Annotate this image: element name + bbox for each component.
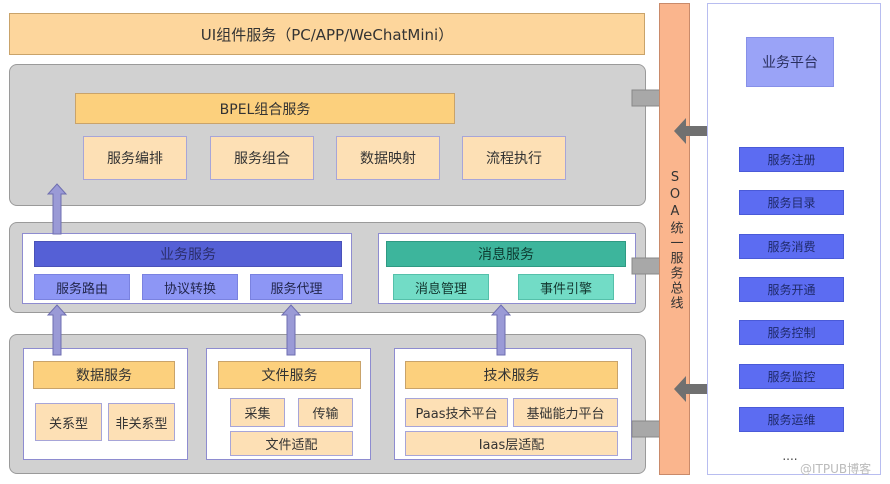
message-service-title: 消息服务 bbox=[386, 241, 626, 267]
tech-item-base-capability: 基础能力平台 bbox=[513, 398, 618, 427]
platform-item-monitor: 服务监控 bbox=[739, 364, 844, 389]
platform-item-provision: 服务开通 bbox=[739, 277, 844, 302]
platform-item-control: 服务控制 bbox=[739, 320, 844, 345]
platform-item-consume: 服务消费 bbox=[739, 234, 844, 259]
up-arrow-middle-to-bpel bbox=[46, 183, 68, 235]
soa-bus-label-wrap: SOA统一服务总线 bbox=[659, 150, 690, 330]
watermark: @ITPUB博客 bbox=[800, 462, 872, 476]
business-item-proxy: 服务代理 bbox=[250, 274, 343, 300]
message-item-management: 消息管理 bbox=[393, 274, 489, 300]
soa-bus-label: SOA统一服务总线 bbox=[667, 169, 683, 311]
double-arrow-bus-platform-bottom bbox=[674, 376, 732, 402]
business-platform-title: 业务平台 bbox=[746, 37, 834, 87]
up-arrow-data-to-business bbox=[46, 304, 68, 356]
message-item-event-engine: 事件引擎 bbox=[518, 274, 614, 300]
bpel-layer-panel bbox=[9, 64, 646, 206]
data-item-nonrelational: 非关系型 bbox=[108, 403, 175, 441]
double-arrow-bus-platform-top bbox=[674, 118, 732, 144]
file-service-title: 文件服务 bbox=[218, 361, 361, 389]
tech-item-paas: Paas技术平台 bbox=[405, 398, 508, 427]
file-item-collect: 采集 bbox=[230, 398, 285, 427]
business-item-protocol: 协议转换 bbox=[142, 274, 238, 300]
platform-more-ellipsis: .... bbox=[782, 449, 798, 463]
platform-item-register: 服务注册 bbox=[739, 147, 844, 172]
business-service-title: 业务服务 bbox=[34, 241, 342, 267]
tech-service-title: 技术服务 bbox=[405, 361, 618, 389]
ui-layer-title: UI组件服务（PC/APP/WeChatMini） bbox=[9, 13, 645, 55]
data-item-relational: 关系型 bbox=[35, 403, 102, 441]
data-service-title: 数据服务 bbox=[33, 361, 175, 389]
bpel-item-orchestration: 服务编排 bbox=[83, 136, 187, 180]
file-item-adapter: 文件适配 bbox=[230, 431, 353, 456]
platform-item-operations: 服务运维 bbox=[739, 407, 844, 432]
bpel-item-process-execution: 流程执行 bbox=[462, 136, 566, 180]
bpel-title: BPEL组合服务 bbox=[75, 93, 455, 124]
bpel-item-composition: 服务组合 bbox=[210, 136, 314, 180]
platform-item-catalog: 服务目录 bbox=[739, 190, 844, 215]
business-item-routing: 服务路由 bbox=[34, 274, 130, 300]
up-arrow-tech-to-message bbox=[490, 304, 512, 356]
up-arrow-file-to-business bbox=[280, 304, 302, 356]
tech-item-iaas-adapter: Iaas层适配 bbox=[405, 431, 618, 456]
file-item-transfer: 传输 bbox=[298, 398, 353, 427]
bpel-item-data-mapping: 数据映射 bbox=[336, 136, 440, 180]
